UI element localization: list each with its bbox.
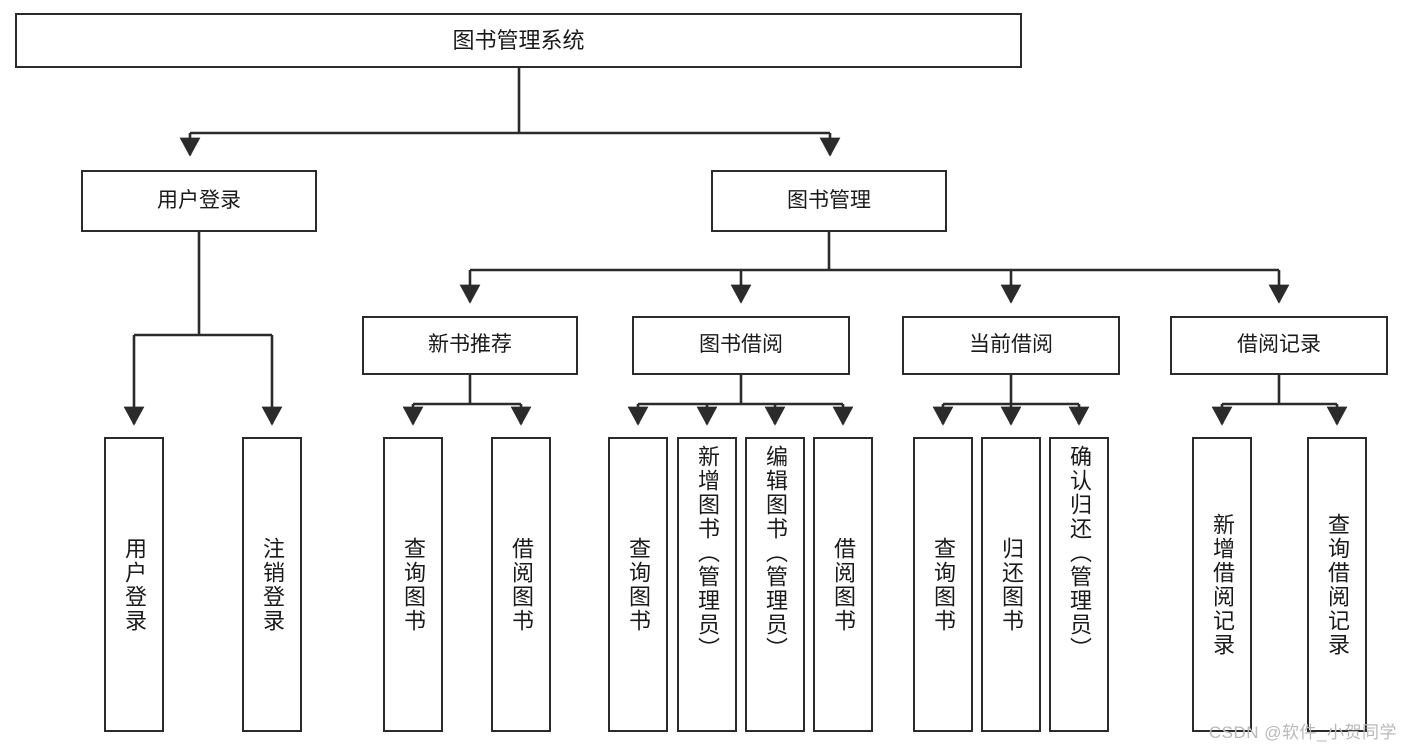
leaf-borrow-record-query-record[interactable]: 查询借阅记录: [1307, 437, 1367, 732]
node-label: 查询图书: [626, 536, 651, 633]
node-label: 查询借阅记录: [1325, 512, 1350, 657]
node-label: 编辑图书（管理员）: [763, 445, 788, 661]
node-label: 用户登录: [122, 536, 147, 633]
leaf-user-login-login[interactable]: 用户登录: [104, 437, 164, 732]
node-label: 注销登录: [260, 536, 285, 633]
watermark: CSDN @软件_小贺同学: [1208, 723, 1397, 742]
node-label: 借阅记录: [1237, 333, 1321, 357]
node-root-book-management-system[interactable]: 图书管理系统: [15, 13, 1022, 68]
node-label: 借阅图书: [509, 536, 534, 633]
leaf-new-book-borrow-books[interactable]: 借阅图书: [491, 437, 551, 732]
leaf-current-borrow-return-books[interactable]: 归还图书: [981, 437, 1041, 732]
node-label: 当前借阅: [969, 333, 1053, 357]
node-label: 查询图书: [931, 536, 956, 633]
node-user-login[interactable]: 用户登录: [81, 170, 317, 232]
node-book-management[interactable]: 图书管理: [711, 170, 947, 232]
node-book-borrowing[interactable]: 图书借阅: [632, 316, 850, 375]
node-new-book-recommendation[interactable]: 新书推荐: [362, 316, 578, 375]
node-borrowing-records[interactable]: 借阅记录: [1170, 316, 1388, 375]
node-label: 用户登录: [157, 188, 241, 212]
leaf-book-borrow-borrow-books[interactable]: 借阅图书: [813, 437, 873, 732]
leaf-current-borrow-confirm-return-admin[interactable]: 确认归还（管理员）: [1049, 437, 1109, 732]
node-label: 借阅图书: [831, 536, 856, 633]
node-label: 查询图书: [401, 536, 426, 633]
node-label: 图书管理系统: [452, 27, 585, 53]
leaf-book-borrow-query-books[interactable]: 查询图书: [608, 437, 668, 732]
leaf-book-borrow-edit-book-admin[interactable]: 编辑图书（管理员）: [745, 437, 805, 732]
node-label: 归还图书: [999, 536, 1024, 633]
leaf-new-book-query-books[interactable]: 查询图书: [383, 437, 443, 732]
node-label: 确认归还（管理员）: [1067, 445, 1092, 661]
node-label: 新增借阅记录: [1210, 512, 1235, 657]
node-label: 新书推荐: [428, 333, 512, 357]
node-label: 新增图书（管理员）: [695, 445, 720, 661]
node-label: 图书借阅: [699, 333, 783, 357]
node-current-borrowing[interactable]: 当前借阅: [902, 316, 1120, 375]
node-label: 图书管理: [787, 188, 871, 212]
leaf-borrow-record-add-record[interactable]: 新增借阅记录: [1192, 437, 1252, 732]
leaf-current-borrow-query-books[interactable]: 查询图书: [913, 437, 973, 732]
leaf-book-borrow-add-book-admin[interactable]: 新增图书（管理员）: [677, 437, 737, 732]
leaf-user-login-logout[interactable]: 注销登录: [242, 437, 302, 732]
